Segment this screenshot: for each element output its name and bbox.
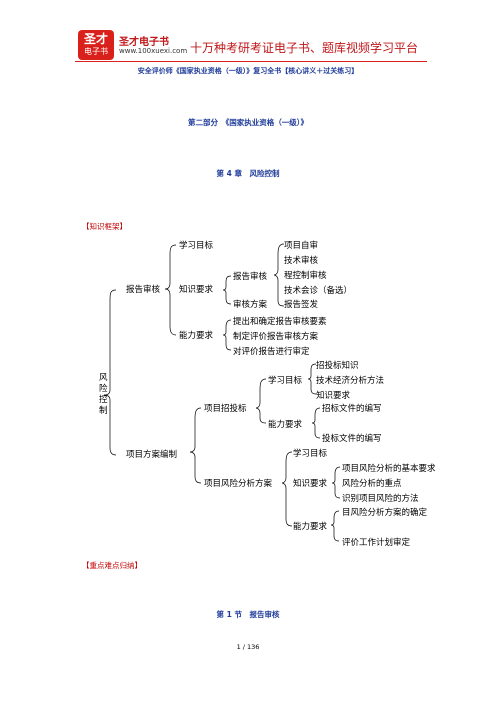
brand-name: 圣才电子书	[119, 37, 169, 48]
tree-root-char-3: 控	[99, 394, 108, 405]
tree-ability-item: 制定评价报告审核方案	[233, 331, 319, 342]
site-url[interactable]: www.100xuexi.com	[119, 47, 188, 55]
tree-risk-plan: 项目风险分析方案	[204, 478, 273, 489]
tree-bid-goal-item: 招投标知识	[316, 360, 359, 371]
tree-item: 技术会诊（备选）	[284, 285, 352, 296]
tree-knowledge-req: 知识要求	[179, 284, 214, 295]
tree-risk-ability: 能力要求	[293, 521, 328, 532]
tree-item: 项目自审	[284, 240, 318, 251]
chapter-title: 第 4 章 风险控制	[216, 169, 280, 178]
tree-bid-ability-item: 投标文件的编写	[322, 433, 382, 444]
tree-bid-goal-item: 知识要求	[316, 390, 351, 401]
section-knowledge-framework: 【知识框架】	[82, 222, 127, 231]
tree-brackets	[103, 243, 341, 542]
logo: 圣才 电子书	[78, 30, 114, 60]
section-title: 第 1 节 报告审核	[216, 610, 280, 619]
logo-top-text: 圣才	[83, 32, 108, 46]
tree-report-review-sub: 报告审核	[233, 271, 268, 282]
section-key-points: 【重点难点归纳】	[82, 561, 142, 570]
tree-root-char-2: 险	[99, 383, 108, 394]
header-slogan: 十万种考研考证电子书、题库视频学习平台	[190, 41, 419, 55]
tree-ability-item: 提出和确定报告审核要素	[233, 316, 327, 327]
tree-item: 报告签发	[284, 299, 319, 310]
tree-item: 程控制审核	[284, 270, 327, 281]
tree-report-review: 报告审核	[126, 284, 161, 295]
tree-risk-ability-item: 目风险分析方案的确定	[342, 507, 428, 518]
tree-bid-ability-item: 招标文件的编写	[322, 403, 382, 414]
tree-root-char-1: 风	[99, 373, 108, 383]
tree-bid-goal: 学习目标	[268, 375, 303, 386]
tree-bid-ability: 能力要求	[268, 419, 303, 430]
tree-risk-knowledge-item: 项目风险分析的基本要求	[342, 463, 436, 474]
tree-ability-req: 能力要求	[179, 330, 214, 341]
book-subtitle: 安全评价师《国家执业资格（一级）》复习全书【核心讲义＋过关练习】	[137, 67, 359, 75]
tree-bidding: 项目招投标	[204, 403, 247, 414]
tree-risk-goal: 学习目标	[293, 448, 328, 459]
tree-ability-item: 对评价报告进行审定	[233, 346, 310, 357]
page-number: 1 / 136	[236, 643, 260, 651]
logo-bottom-text: 电子书	[84, 47, 108, 56]
tree-risk-knowledge-item: 识别项目风险的方法	[342, 493, 419, 504]
part-title: 第二部分 《国家执业资格（一级）》	[188, 118, 308, 127]
header-divider	[75, 61, 427, 62]
tree-risk-ability-item: 评价工作计划审定	[342, 537, 411, 548]
tree-item: 技术审核	[284, 255, 319, 266]
tree-project-plan: 项目方案编制	[126, 449, 177, 460]
tree-review-plan: 审核方案	[233, 299, 268, 310]
tree-bid-goal-item: 技术经济分析方法	[316, 375, 384, 386]
tree-risk-knowledge: 知识要求	[293, 478, 328, 489]
tree-risk-knowledge-item: 风险分析的重点	[342, 478, 402, 489]
tree-learning-goal: 学习目标	[179, 240, 214, 251]
tree-root-char-4: 制	[99, 405, 108, 416]
